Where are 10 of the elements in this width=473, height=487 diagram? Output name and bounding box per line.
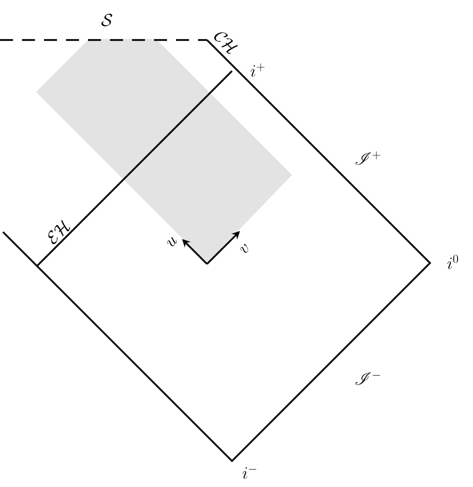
math-label: $v$ bbox=[240, 244, 248, 253]
math-label: $\mathscr{I}^{+}$ bbox=[356, 151, 380, 165]
math-label: $u$ bbox=[167, 237, 177, 246]
math-label: $\mathscr{I}^{-}$ bbox=[355, 372, 380, 385]
math-label: $\mathcal{CH}$ bbox=[214, 32, 238, 54]
math-label: $i^{+}$ bbox=[250, 63, 265, 77]
math-label: $\mathcal{EH}$ bbox=[48, 220, 70, 244]
math-label: $\mathcal{S}$ bbox=[101, 14, 112, 26]
math-label: $i^{0}$ bbox=[447, 254, 458, 270]
math-label: $i^{-}$ bbox=[242, 467, 256, 479]
